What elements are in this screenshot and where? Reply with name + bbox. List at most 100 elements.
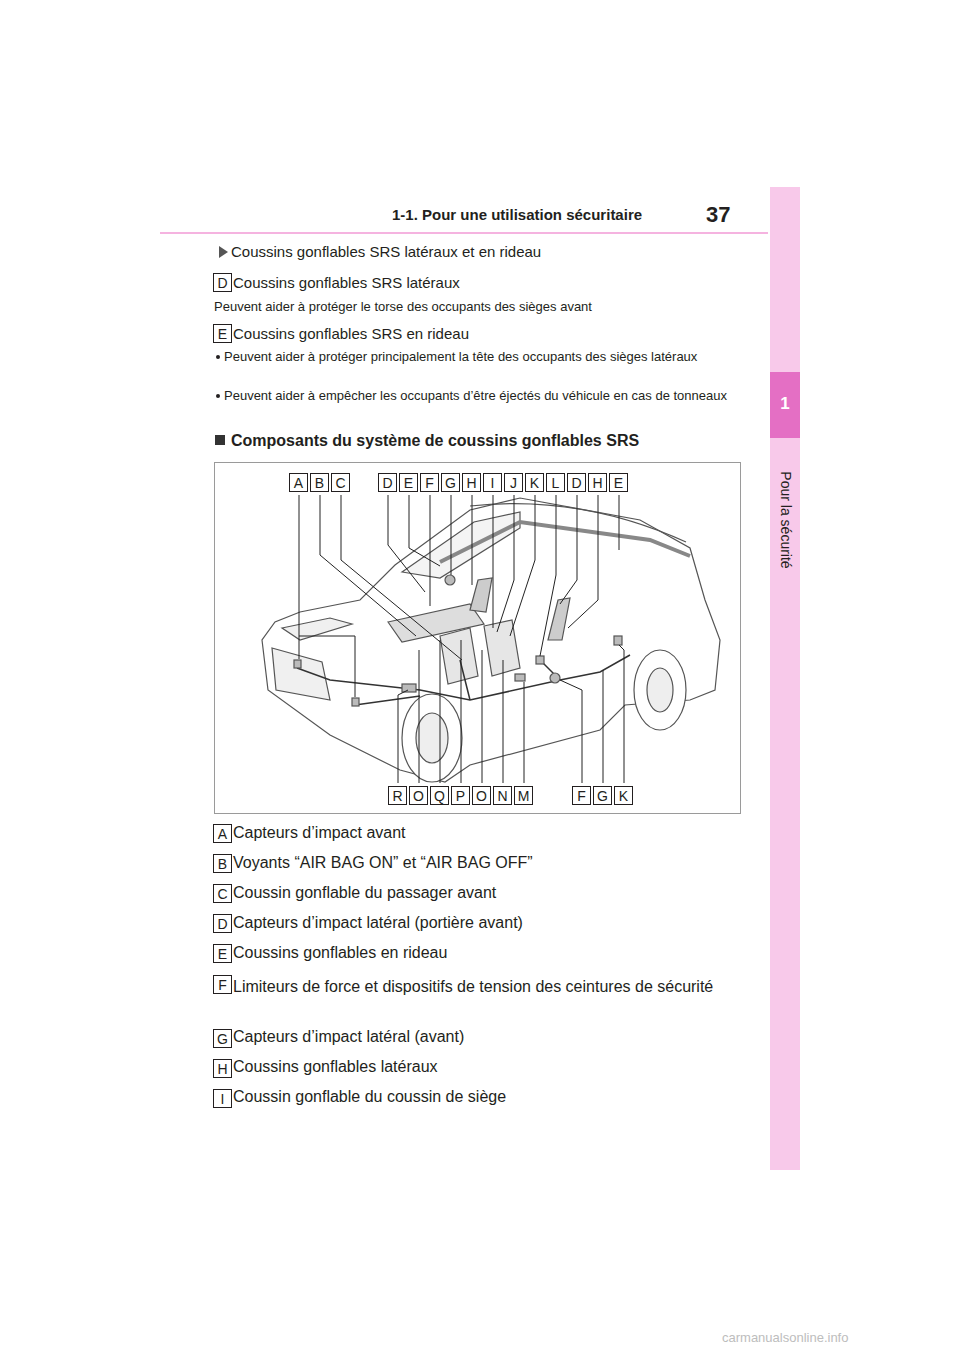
letter-box: E xyxy=(213,944,232,963)
callout-letter: G xyxy=(217,1032,228,1046)
section-heading: Coussins gonflables SRS latéraux et en r… xyxy=(231,243,541,262)
item-text: Voyants “AIR BAG ON” et “AIR BAG OFF” xyxy=(233,853,738,873)
leader-line xyxy=(388,495,425,592)
callout-letter: M xyxy=(518,789,530,803)
callout-letter: G xyxy=(597,789,608,803)
side-airbag xyxy=(548,598,570,640)
callout-letter: D xyxy=(217,276,227,290)
leader-line xyxy=(320,495,416,636)
leader-line xyxy=(299,495,355,697)
callout-letter: A xyxy=(218,827,227,841)
leader-line xyxy=(341,495,462,660)
callout-letter: B xyxy=(315,476,324,490)
front-seat xyxy=(440,628,478,684)
callout-letter: O xyxy=(413,789,424,803)
item-text: Capteurs d’impact avant xyxy=(233,823,738,843)
belt-retractor xyxy=(550,673,560,683)
item-text: Capteurs d’impact latéral (portière avan… xyxy=(233,913,738,933)
letter-box: C xyxy=(213,884,232,903)
letter-box: F xyxy=(420,473,439,492)
leader-line xyxy=(568,495,598,628)
leader-line xyxy=(540,495,556,656)
sub-heading: Coussins gonflables SRS en rideau xyxy=(233,325,469,344)
chapter-name: Pour la sécurité xyxy=(776,471,794,568)
belt-retractor xyxy=(445,575,455,585)
callout-letter: C xyxy=(335,476,345,490)
chapter-number: 1 xyxy=(770,393,800,414)
letter-box: F xyxy=(213,975,232,994)
callout-letter: A xyxy=(294,476,303,490)
curtain-airbag xyxy=(440,522,690,562)
callout-letter: J xyxy=(510,476,517,490)
leader-line xyxy=(560,495,577,604)
windshield xyxy=(402,512,520,578)
callout-letter: I xyxy=(221,1092,225,1106)
letter-box: H xyxy=(213,1059,232,1078)
callout-letter: E xyxy=(614,476,623,490)
section-heading: Composants du système de coussins gonfla… xyxy=(231,431,639,451)
callout-letter: P xyxy=(456,789,465,803)
letter-box: F xyxy=(572,786,591,805)
bullet-text: Peuvent aider à empêcher les occupants d… xyxy=(224,388,744,404)
page-header: 1-1. Pour une utilisation sécuritaire xyxy=(392,206,642,225)
letter-box: B xyxy=(310,473,329,492)
letter-box: E xyxy=(399,473,418,492)
item-text: Coussin gonflable du coussin de siège xyxy=(233,1087,738,1107)
letter-box: D xyxy=(378,473,397,492)
leader-line xyxy=(497,495,514,632)
letter-box: D xyxy=(213,273,232,292)
callout-letter: H xyxy=(217,1062,227,1076)
leader-lines xyxy=(299,495,624,783)
leader-line xyxy=(482,650,483,783)
watermark: carmanualsonline.info xyxy=(722,1330,848,1346)
letter-box: G xyxy=(593,786,612,805)
letter-box: I xyxy=(483,473,502,492)
sub-heading: Coussins gonflables SRS latéraux xyxy=(233,274,460,293)
leader-line xyxy=(503,660,504,783)
leader-line xyxy=(524,682,525,783)
front-wheel xyxy=(402,694,462,782)
sensor xyxy=(352,698,359,706)
callout-letter: F xyxy=(218,978,227,992)
callout-letter: E xyxy=(218,327,227,341)
rear-wheel xyxy=(634,650,686,730)
side-airbag xyxy=(470,578,492,612)
callout-letter: C xyxy=(217,887,227,901)
leader-line xyxy=(451,495,452,575)
callout-letter: F xyxy=(577,789,586,803)
sensor xyxy=(536,656,544,664)
callout-letter: D xyxy=(382,476,392,490)
callout-letter: H xyxy=(466,476,476,490)
letter-box: H xyxy=(462,473,481,492)
item-text: Coussins gonflables latéraux xyxy=(233,1057,738,1077)
leader-line xyxy=(430,495,431,606)
body-text: Peuvent aider à protéger le torse des oc… xyxy=(214,299,592,315)
sensor xyxy=(294,660,301,668)
letter-box: K xyxy=(614,786,633,805)
callout-letter: L xyxy=(552,476,560,490)
leader-line xyxy=(493,495,494,628)
letter-box: A xyxy=(213,824,232,843)
letter-box: E xyxy=(609,473,628,492)
letter-box: G xyxy=(213,1029,232,1048)
leader-line xyxy=(440,640,441,783)
car-illustration xyxy=(262,498,720,782)
callout-letter: D xyxy=(217,917,227,931)
callout-letter: B xyxy=(218,857,227,871)
leader-line xyxy=(398,690,408,783)
letter-box: O xyxy=(409,786,428,805)
letter-box: D xyxy=(213,914,232,933)
callout-letter: K xyxy=(530,476,539,490)
letter-box: E xyxy=(213,324,232,343)
sensor xyxy=(614,636,622,645)
leader-line xyxy=(603,670,604,783)
page-number: 37 xyxy=(706,201,730,229)
front-seat xyxy=(484,620,520,676)
side-tab xyxy=(770,187,800,1170)
item-text: Limiteurs de force et dispositifs de ten… xyxy=(233,973,738,1001)
letter-box: C xyxy=(331,473,350,492)
bullet-text: Peuvent aider à protéger principalement … xyxy=(224,349,744,365)
callout-letter: D xyxy=(571,476,581,490)
